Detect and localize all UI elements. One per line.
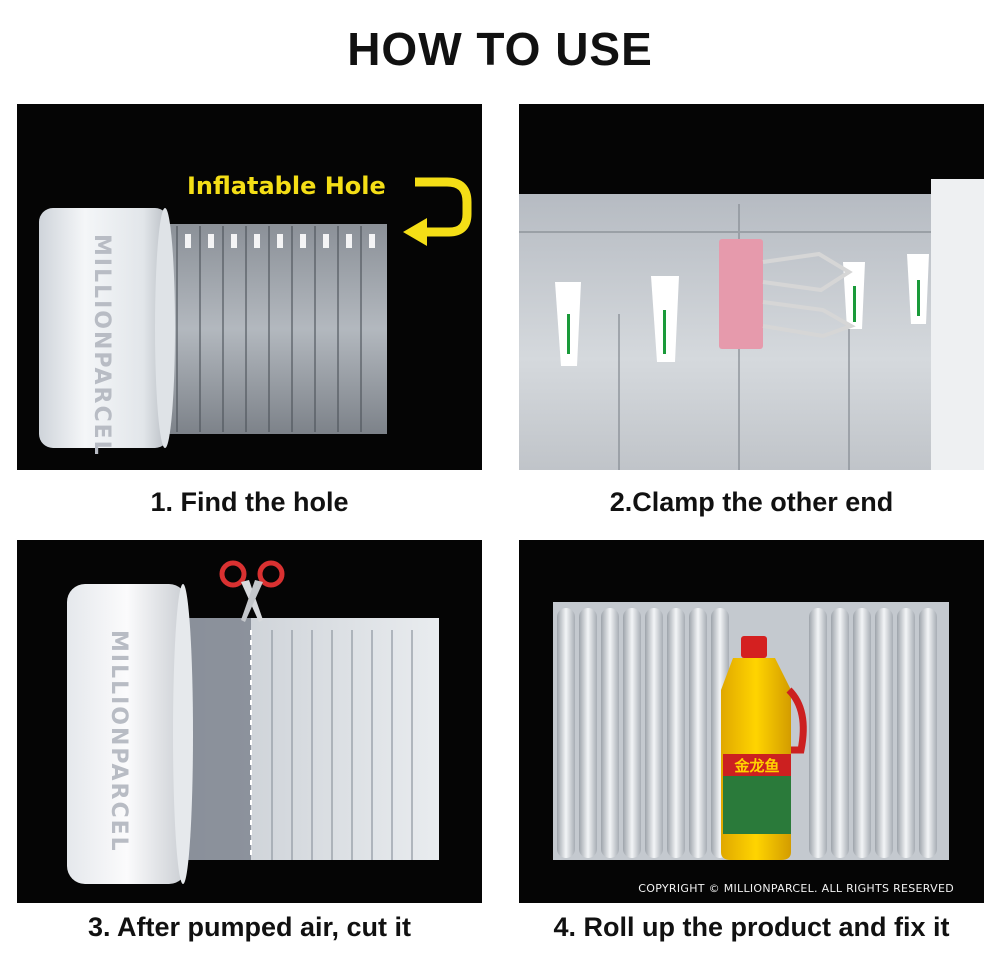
step-1-illustration: MILLIONPARCEL [39,177,472,457]
step-3-panel: MILLIONPARCEL [17,540,482,903]
step-2-caption: 2.Clamp the other end [609,487,894,517]
page-title: HOW TO USE [347,23,653,75]
step-3-illustration: MILLIONPARCEL [67,560,439,884]
scissors-icon [219,560,285,622]
inflatable-hole-label: Inflatable Hole [187,172,386,200]
copyright-notice: COPYRIGHT © MILLIONPARCEL. ALL RIGHTS RE… [638,882,954,895]
step-3-roll-text: MILLIONPARCEL [106,630,131,853]
step-4-panel: 金龙鱼 COPYRIGHT © MILLIONPARCEL. ALL RIGHT… [519,540,984,903]
step-4-caption: 4. Roll up the product and fix it [553,912,950,942]
curved-arrow-icon [403,177,472,246]
step-1-panel: MILLIONPARCEL Inflatable Hole [17,104,482,470]
step-2-panel [519,104,984,470]
step-3-caption: 3. After pumped air, cut it [87,912,412,942]
step-4-illustration: 金龙鱼 [553,602,949,860]
step-2-illustration [519,179,984,470]
binder-clip-icon [719,239,856,349]
step-1-roll-text: MILLIONPARCEL [89,234,114,457]
step-1-caption: 1. Find the hole [150,487,349,517]
bottle-label: 金龙鱼 [733,757,779,775]
